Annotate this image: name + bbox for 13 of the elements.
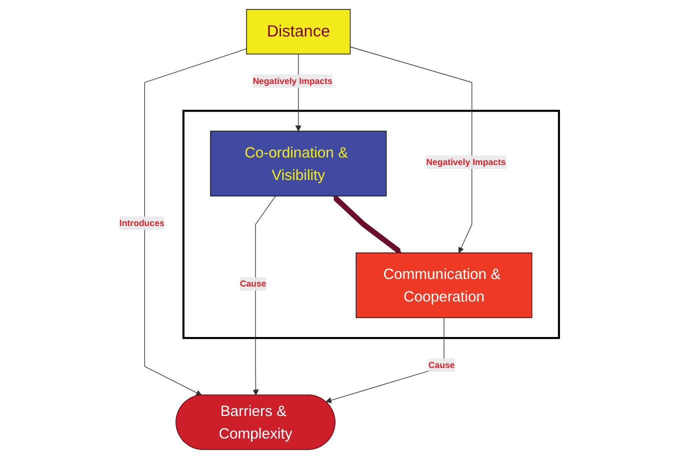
edge-label: Cause — [240, 278, 266, 289]
arrow — [252, 196, 276, 396]
arrow — [332, 196, 402, 254]
arrow — [350, 46, 472, 254]
arrow — [144, 48, 247, 396]
edge-label: Cause — [428, 360, 455, 370]
cluster — [182, 110, 560, 340]
edge-label: Negatively Impacts — [426, 156, 506, 167]
edge-label: Negatively Impacts — [252, 76, 332, 86]
node-box: Communication & Cooperation — [356, 252, 532, 318]
node-box: Co-ordination & Visibility — [210, 130, 386, 196]
edge-label: Introduces — [119, 218, 164, 228]
node-box: Distance — [246, 9, 350, 54]
